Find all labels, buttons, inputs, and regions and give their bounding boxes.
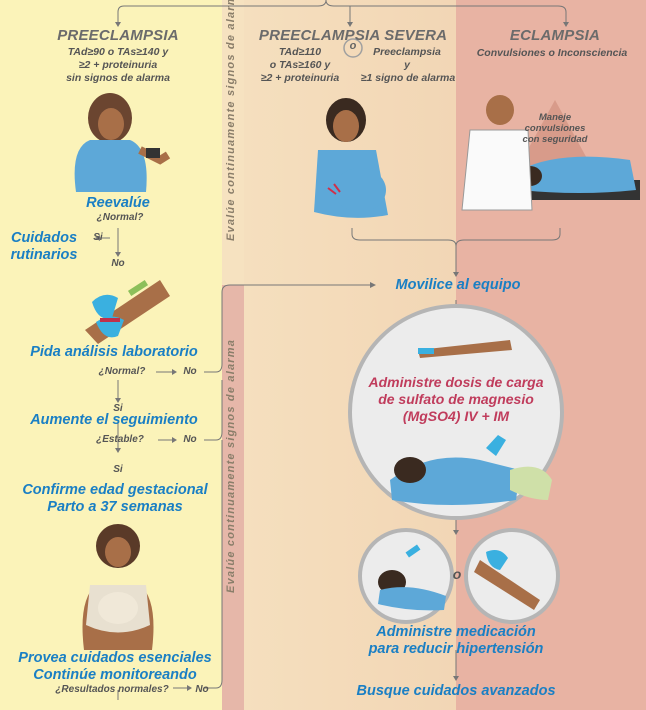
severe-crit-a3: ≥2 + proteinuria <box>260 72 340 84</box>
eclampsia-title: ECLAMPSIA <box>509 27 601 44</box>
provide-step-2: Continúe monitoreando <box>33 667 197 683</box>
sidebar-strip-top <box>222 0 244 285</box>
eclampsia-subtitle: Convulsiones o Inconsciencia <box>476 47 628 59</box>
severe-crit-b2: y <box>404 59 410 71</box>
medication-line-1: Administre medicación <box>376 624 536 640</box>
warn-line-2: convulsiones <box>524 123 586 134</box>
preeclampsia-criteria-1: TAd≥90 o TAs≥140 y <box>67 46 169 58</box>
severe-crit-b3: ≥1 signo de alarma <box>360 72 456 84</box>
sidebar-strip-bottom <box>222 285 244 710</box>
severe-or: o <box>349 40 357 52</box>
dose-line-3: (MgSO4) IV + IM <box>402 408 510 424</box>
medication-line-2: para reducir hipertensión <box>368 641 544 657</box>
blood-draw-illustration <box>85 280 170 344</box>
severe-title: PREECLAMPSIA SEVERA <box>258 27 448 44</box>
severe-crit-a2: o TAs≥160 y <box>269 59 331 71</box>
preeclampsia-criteria-2: ≥2 + proteinuria <box>78 59 158 71</box>
results-question: ¿Resultados normales? <box>55 684 169 695</box>
sidebar-label-top: Evalúe continuamente signos de alarma <box>225 0 237 241</box>
stable-no: No <box>183 434 197 445</box>
dose-line-1: Administre dosis de carga <box>368 374 544 390</box>
confirm-step-1: Confirme edad gestacional <box>22 482 208 498</box>
severe-crit-a1: TAd≥110 <box>278 46 322 58</box>
stable-question: ¿Estable? <box>96 434 144 445</box>
stable-si: Si <box>113 464 123 475</box>
mobilize-step: Movilice al equipo <box>395 277 521 293</box>
results-no: No <box>195 684 209 695</box>
medication-illustration <box>358 528 560 624</box>
preeclampsia-criteria-3: sin signos de alarma <box>66 72 170 84</box>
warn-line-1: Maneje <box>538 112 572 123</box>
severe-crit-b1: Preeclampsia <box>373 46 441 58</box>
confirm-step-2: Parto a 37 semanas <box>47 499 183 515</box>
lab-no: No <box>183 366 197 377</box>
med-or: o <box>452 566 462 582</box>
provide-step-1: Provea cuidados esenciales <box>18 650 212 666</box>
eclampsia-illustration <box>461 95 640 211</box>
headache-illustration <box>314 98 388 218</box>
lab-step: Pida análisis laboratorio <box>30 344 198 360</box>
no-label-1: No <box>111 258 125 269</box>
si-label-1: Si <box>93 232 103 243</box>
mother-baby-illustration <box>82 524 154 650</box>
bp-check-illustration <box>74 93 171 192</box>
magnesium-illustration <box>348 304 564 520</box>
warn-line-3: con seguridad <box>522 134 588 145</box>
lab-normal-question: ¿Normal? <box>98 366 146 377</box>
routine-care-2: rutinarios <box>10 247 78 263</box>
advanced-care-step: Busque cuidados avanzados <box>356 683 556 699</box>
normal-question: ¿Normal? <box>96 212 144 223</box>
increase-step: Aumente el seguimiento <box>30 412 198 428</box>
or-circle <box>343 38 363 58</box>
routine-care-1: Cuidados <box>10 230 78 246</box>
preeclampsia-title: PREECLAMPSIA <box>57 27 179 44</box>
reevalue-step: Reevalúe <box>86 195 150 211</box>
lab-si: Si <box>113 403 123 414</box>
dose-line-2: de sulfato de magnesio <box>378 391 534 407</box>
